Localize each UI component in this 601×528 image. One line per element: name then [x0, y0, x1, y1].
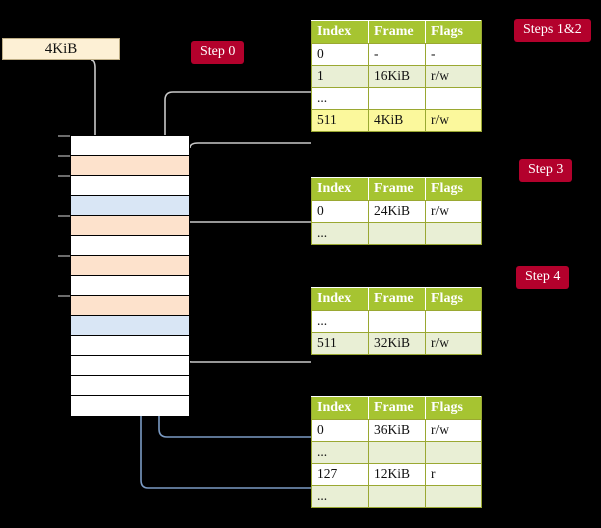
cell-flags: [425, 310, 482, 333]
memory-cell: [71, 196, 189, 216]
cell-frame: [368, 310, 426, 333]
column-header-flags: Flags: [425, 396, 482, 420]
connector-table1-row511: [189, 142, 311, 149]
memory-size-label: 4KiB: [44, 40, 78, 57]
cell-frame: [368, 485, 426, 508]
cell-frame: [368, 441, 426, 464]
cell-index: ...: [311, 441, 369, 464]
memory-cell: [71, 336, 189, 356]
cell-flags: r/w: [425, 332, 482, 355]
memory-cell: [71, 276, 189, 296]
memory-cell: [71, 136, 189, 156]
cell-flags: [425, 441, 482, 464]
column-header-index: Index: [311, 396, 369, 420]
cell-flags: r/w: [425, 109, 482, 132]
cell-frame: 36KiB: [368, 419, 426, 442]
cell-flags: [425, 222, 482, 245]
column-header-frame: Frame: [368, 396, 426, 420]
column-header-flags: Flags: [425, 177, 482, 201]
memory-cell: [71, 156, 189, 176]
cell-frame: 24KiB: [368, 200, 426, 223]
memory-cell: [71, 236, 189, 256]
memory-cell: [71, 216, 189, 236]
cell-frame: -: [368, 43, 426, 66]
memory-cell: [71, 316, 189, 336]
table-row: ...: [311, 87, 482, 110]
cell-index: 127: [311, 463, 369, 486]
table-row: ...: [311, 485, 482, 508]
memory-tick-marks: [58, 135, 70, 297]
cell-index: 511: [311, 332, 369, 355]
cell-frame: 32KiB: [368, 332, 426, 355]
cell-index: 1: [311, 65, 369, 88]
cell-frame: 16KiB: [368, 65, 426, 88]
cell-flags: r/w: [425, 419, 482, 442]
cell-index: ...: [311, 485, 369, 508]
cell-flags: -: [425, 43, 482, 66]
table-row: ...: [311, 310, 482, 333]
cell-index: ...: [311, 87, 369, 110]
cell-frame: 4KiB: [368, 109, 426, 132]
cell-flags: [425, 485, 482, 508]
cell-flags: r: [425, 463, 482, 486]
memory-cell: [71, 396, 189, 416]
cell-index: ...: [311, 222, 369, 245]
column-header-flags: Flags: [425, 287, 482, 311]
cell-frame: [368, 87, 426, 110]
memory-cell: [71, 256, 189, 276]
memory-cell: [71, 356, 189, 376]
badge-step-0: Step 0: [191, 41, 245, 64]
cell-flags: r/w: [425, 65, 482, 88]
table-row: 0--: [311, 43, 482, 66]
cell-index: 511: [311, 109, 369, 132]
cell-flags: [425, 87, 482, 110]
memory-cell: [71, 176, 189, 196]
badge-step-4: Step 4: [516, 266, 570, 289]
column-header-index: Index: [311, 20, 369, 44]
cell-index: ...: [311, 310, 369, 333]
cell-frame: 12KiB: [368, 463, 426, 486]
badge-steps-1-and-2: Steps 1&2: [514, 19, 591, 42]
cell-index: 0: [311, 200, 369, 223]
table-row: ...: [311, 441, 482, 464]
connector-table3-row511: [176, 310, 311, 363]
memory-size-box: 4KiB: [2, 38, 120, 60]
badge-step-3: Step 3: [519, 159, 573, 182]
cell-index: 0: [311, 43, 369, 66]
column-header-flags: Flags: [425, 20, 482, 44]
column-header-frame: Frame: [368, 20, 426, 44]
cell-frame: [368, 222, 426, 245]
column-header-index: Index: [311, 287, 369, 311]
memory-cell: [71, 376, 189, 396]
cell-index: 0: [311, 419, 369, 442]
column-header-frame: Frame: [368, 287, 426, 311]
cell-flags: r/w: [425, 200, 482, 223]
memory-cell: [71, 296, 189, 316]
column-header-index: Index: [311, 177, 369, 201]
memory-column: [70, 135, 190, 416]
column-header-frame: Frame: [368, 177, 426, 201]
table-row: ...: [311, 222, 482, 245]
